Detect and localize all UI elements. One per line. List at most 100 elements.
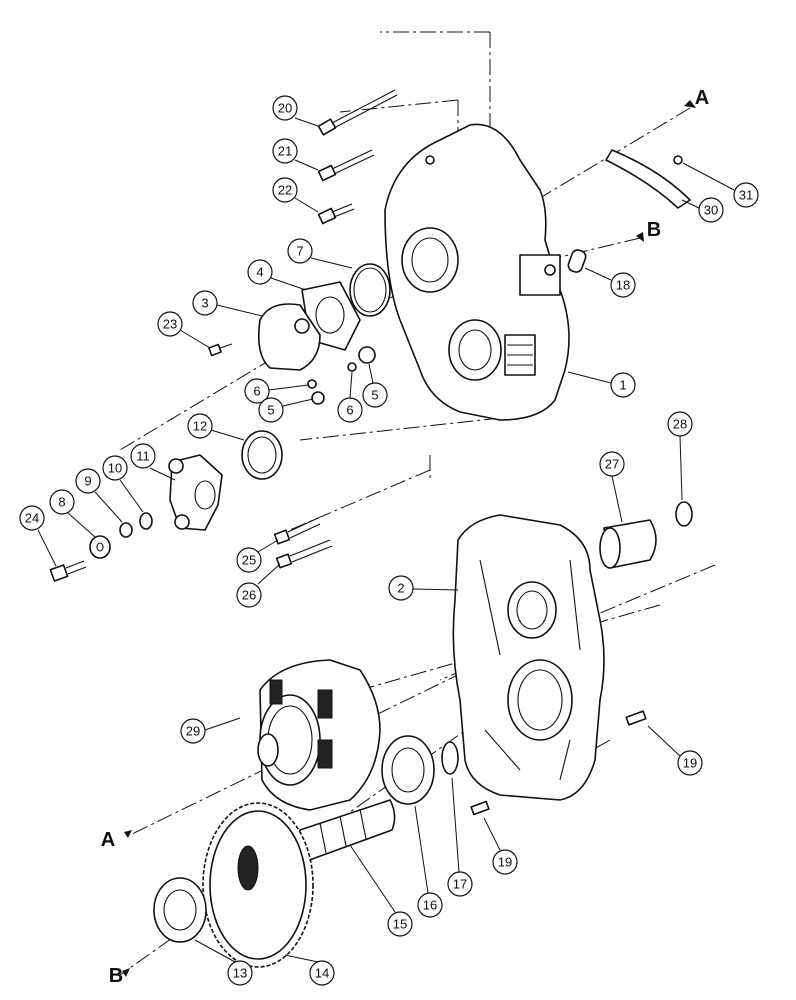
svg-text:4: 4 <box>256 265 263 280</box>
callout-14: 14 <box>284 954 335 986</box>
svg-text:25: 25 <box>242 553 256 568</box>
svg-text:20: 20 <box>278 101 292 116</box>
shaft-part-15 <box>296 799 396 863</box>
housing-part-1 <box>384 123 570 421</box>
svg-text:21: 21 <box>278 144 292 159</box>
callout-19-right: 19 <box>647 725 703 776</box>
svg-text:15: 15 <box>393 917 407 932</box>
svg-text:26: 26 <box>242 588 256 603</box>
section-label-a-bottom: A <box>101 829 132 851</box>
cover-part-3 <box>257 303 321 371</box>
svg-text:13: 13 <box>233 966 247 981</box>
callout-1: 1 <box>567 371 636 398</box>
seal-part-12 <box>241 430 283 480</box>
svg-text:12: 12 <box>193 419 207 434</box>
section-label-b-bottom: B <box>109 965 130 987</box>
plug-part-5-lower <box>311 391 325 405</box>
svg-text:B: B <box>109 965 123 987</box>
callout-2: 2 <box>388 575 459 601</box>
dowel-pin-19-lower <box>470 800 490 816</box>
svg-text:17: 17 <box>453 877 467 892</box>
svg-text:B: B <box>647 219 661 241</box>
callout-15: 15 <box>349 844 413 937</box>
svg-text:23: 23 <box>163 317 177 332</box>
callout-23: 23 <box>157 311 211 349</box>
callout-5-right: 5 <box>362 363 388 408</box>
callout-19-lower: 19 <box>483 817 518 875</box>
svg-text:7: 7 <box>296 244 303 259</box>
callout-18: 18 <box>584 267 636 298</box>
bolt-21 <box>317 149 375 182</box>
svg-text:11: 11 <box>136 449 150 464</box>
svg-text:2: 2 <box>397 581 404 596</box>
callout-21: 21 <box>272 138 319 171</box>
svg-text:18: 18 <box>616 278 630 293</box>
callout-12: 12 <box>187 413 245 441</box>
plug-part-5-upper <box>358 346 376 364</box>
svg-text:8: 8 <box>58 495 65 510</box>
callout-11: 11 <box>130 443 176 481</box>
bolt-25 <box>273 517 321 545</box>
callout-3: 3 <box>192 290 263 317</box>
callout-26: 26 <box>236 563 281 608</box>
callout-31: 31 <box>682 162 759 208</box>
svg-text:6: 6 <box>346 403 353 418</box>
bolt-23 <box>208 343 233 357</box>
svg-text:5: 5 <box>371 388 378 403</box>
cover-plate-part-2 <box>452 514 605 801</box>
svg-text:6: 6 <box>253 384 260 399</box>
svg-text:19: 19 <box>498 855 512 870</box>
svg-text:19: 19 <box>683 756 697 771</box>
clutch-pack-part-29 <box>257 659 381 811</box>
svg-text:16: 16 <box>423 898 437 913</box>
washer-part-8 <box>89 535 111 559</box>
o-ring-part-10 <box>139 512 153 530</box>
callout-8: 8 <box>49 489 96 538</box>
callout-27: 27 <box>599 451 625 523</box>
svg-text:22: 22 <box>278 183 292 198</box>
callout-28: 28 <box>667 411 693 501</box>
callout-13: 13 <box>194 939 253 986</box>
callout-10: 10 <box>102 455 144 513</box>
bolt-24 <box>49 560 87 582</box>
section-label-b-top: B <box>636 219 661 242</box>
svg-text:30: 30 <box>704 203 718 218</box>
bolt-22 <box>317 203 355 225</box>
svg-text:27: 27 <box>605 457 619 472</box>
callout-20: 20 <box>272 95 319 127</box>
svg-text:1: 1 <box>619 378 626 393</box>
o-ring-part-7 <box>349 263 391 317</box>
callout-7: 7 <box>287 238 353 269</box>
callout-4: 4 <box>247 259 307 291</box>
washer-part-6-lower <box>307 379 317 389</box>
callout-22: 22 <box>272 177 319 213</box>
callout-25: 25 <box>236 539 279 573</box>
section-label-a-top: A <box>684 87 709 109</box>
svg-text:28: 28 <box>673 417 687 432</box>
bearing-part-13 <box>153 877 207 943</box>
bolt-20 <box>317 89 398 136</box>
svg-text:31: 31 <box>739 188 753 203</box>
svg-text:10: 10 <box>108 461 122 476</box>
callout-17: 17 <box>447 777 473 897</box>
svg-text:3: 3 <box>201 296 208 311</box>
bearing-part-16 <box>381 735 435 805</box>
callout-9: 9 <box>75 468 123 523</box>
gear-part-14 <box>202 802 314 968</box>
svg-text:14: 14 <box>315 966 329 981</box>
bearing-part-27 <box>599 519 657 569</box>
svg-text:29: 29 <box>186 724 200 739</box>
svg-text:A: A <box>695 87 709 109</box>
gasket-part-18 <box>567 249 587 273</box>
callout-29: 29 <box>180 717 241 744</box>
callout-16: 16 <box>414 805 443 918</box>
callout-6-left: 6 <box>244 378 309 404</box>
yoke-part-11 <box>168 454 223 531</box>
callout-24: 24 <box>19 505 57 567</box>
svg-text:24: 24 <box>25 511 39 526</box>
svg-text:5: 5 <box>267 403 274 418</box>
snap-ring-part-17 <box>441 741 459 775</box>
snap-ring-part-28 <box>675 501 693 527</box>
bolt-26 <box>275 539 333 569</box>
